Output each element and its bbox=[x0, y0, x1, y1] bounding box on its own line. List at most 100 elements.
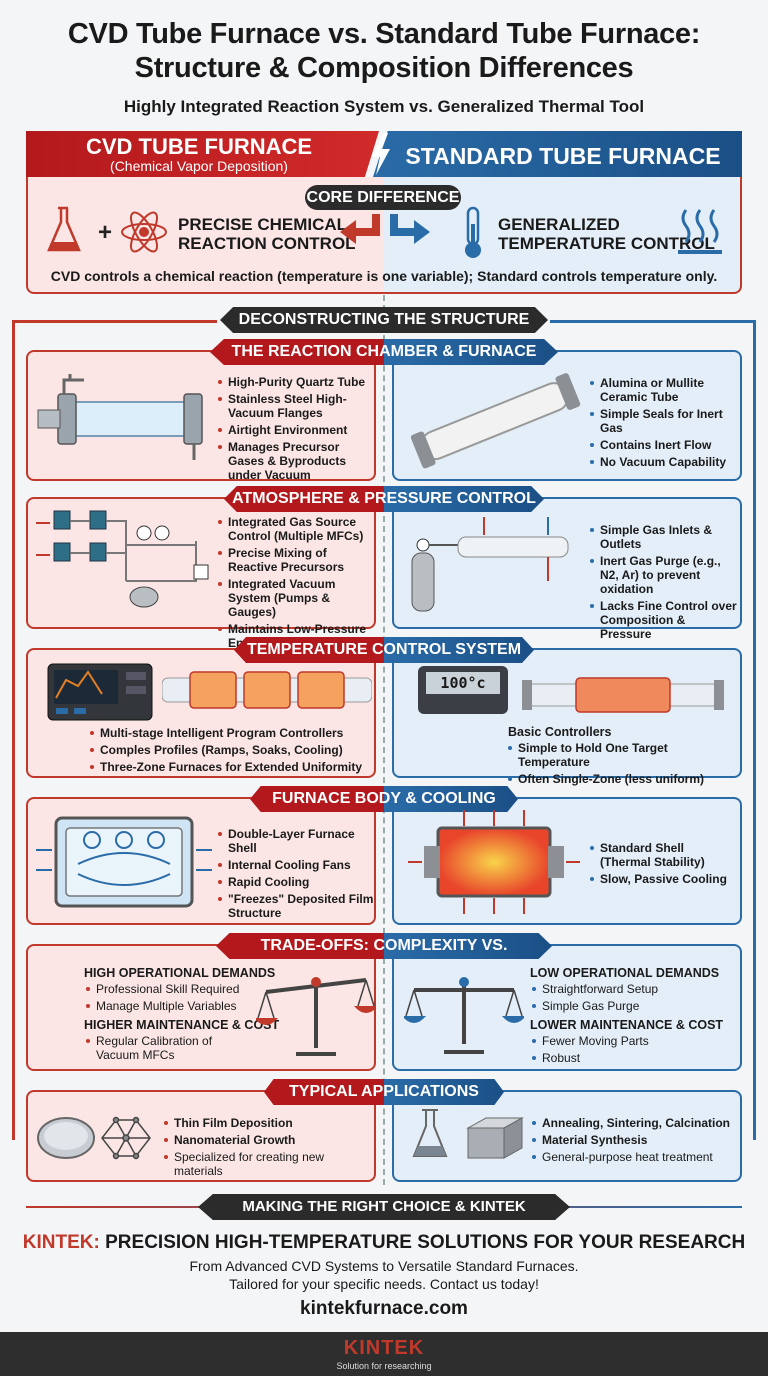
standard-spine-top bbox=[550, 320, 756, 323]
standard-core-text: GENERALIZED TEMPERATURE CONTROL bbox=[498, 215, 715, 253]
list-item: Robust bbox=[532, 1051, 732, 1065]
temperature-section-title: TEMPERATURE CONTROL SYSTEM bbox=[234, 637, 534, 663]
tilted-scale-icon bbox=[256, 977, 376, 1056]
list-item: Standard Shell (Thermal Stability) bbox=[590, 841, 738, 869]
standard-tradeoffs-panel bbox=[392, 944, 742, 1071]
chamber-section-title: THE REACTION CHAMBER & FURNACE TUBE bbox=[210, 339, 558, 365]
list-item: Airtight Environment bbox=[218, 423, 376, 437]
kintek-url-link[interactable]: kintekfurnace.com bbox=[300, 1298, 468, 1319]
deconstructing-header: DECONSTRUCTING THE STRUCTURE bbox=[220, 307, 548, 333]
list-item: Slow, Passive Cooling bbox=[590, 872, 738, 886]
wafer-nanostructure-icon bbox=[37, 1116, 151, 1160]
crucible-block-icon bbox=[412, 1109, 524, 1159]
list-item: Manages Precursor Gases & Byproducts und… bbox=[218, 440, 376, 482]
cvd-spine-top bbox=[12, 320, 217, 323]
three-zone-furnace-icon bbox=[162, 671, 372, 709]
list-item: Rapid Cooling bbox=[218, 875, 376, 889]
cvd-temperature-list: Multi-stage Intelligent Program Controll… bbox=[90, 726, 370, 777]
standard-applications-list: Annealing, Sintering, Calcination Materi… bbox=[532, 1116, 738, 1167]
list-item: Specialized for creating new materials bbox=[164, 1150, 374, 1178]
core-difference-label: CORE DIFFERENCE bbox=[305, 185, 461, 210]
diverging-arrows-icon bbox=[340, 214, 430, 244]
cvd-body-list: Double-Layer Furnace Shell Internal Cool… bbox=[218, 827, 376, 923]
list-item: Professional Skill Required bbox=[86, 982, 256, 996]
cvd-atmosphere-list: Integrated Gas Source Control (Multiple … bbox=[218, 515, 376, 653]
page-title-line2: Structure & Composition Differences bbox=[134, 52, 634, 84]
standard-tradeoff-heading-2: LOWER MAINTENANCE & COST bbox=[530, 1018, 724, 1032]
list-item: Simple to Hold One Target Temperature bbox=[508, 741, 738, 769]
double-layer-shell-illustration bbox=[36, 816, 212, 908]
standard-atmosphere-list: Simple Gas Inlets & Outlets Inert Gas Pu… bbox=[590, 523, 738, 644]
list-item: Alumina or Mullite Ceramic Tube bbox=[590, 376, 738, 404]
list-item: Comples Profiles (Ramps, Soaks, Cooling) bbox=[90, 743, 370, 757]
cvd-tradeoff-heading-2: HIGHER MAINTENANCE & COST bbox=[84, 1018, 280, 1032]
list-item: General-purpose heat treatment bbox=[532, 1150, 738, 1164]
standard-atmosphere-panel bbox=[392, 497, 742, 629]
list-item: Three-Zone Furnaces for Extended Uniform… bbox=[90, 760, 370, 774]
cvd-core-text: PRECISE CHEMICAL REACTION CONTROL bbox=[178, 215, 356, 253]
cvd-banner-subtitle: (Chemical Vapor Deposition) bbox=[110, 158, 288, 174]
list-item: Fewer Moving Parts bbox=[532, 1034, 732, 1048]
single-zone-furnace-icon bbox=[522, 677, 724, 713]
core-difference-note: CVD controls a chemical reaction (temper… bbox=[50, 268, 718, 284]
kintek-brand: KINTEK: bbox=[22, 1232, 100, 1253]
flask-atom-icon: + bbox=[47, 206, 167, 253]
list-item: Inert Gas Purge (e.g., N2, Ar) to preven… bbox=[590, 554, 738, 596]
list-item: Nanomaterial Growth bbox=[164, 1133, 374, 1147]
kintek-tagline: Solution for researching bbox=[336, 1361, 432, 1371]
svg-text:+: + bbox=[98, 219, 112, 246]
page-title-line1: CVD Tube Furnace vs. Standard Tube Furna… bbox=[67, 18, 701, 50]
applications-section-title: TYPICAL APPLICATIONS bbox=[264, 1079, 504, 1105]
list-item: High-Purity Quartz Tube bbox=[218, 375, 376, 389]
body-section-title: FURNACE BODY & COOLING bbox=[250, 786, 518, 812]
cvd-spine bbox=[12, 320, 15, 1140]
heat-waves-icon bbox=[678, 209, 722, 254]
standard-tradeoff-heading-1: LOW OPERATIONAL DEMANDS bbox=[530, 966, 720, 980]
lightning-icon bbox=[372, 133, 390, 175]
basic-controller-icon: 100°c bbox=[418, 666, 508, 714]
standard-spine bbox=[753, 320, 756, 1140]
standard-applications-panel bbox=[392, 1090, 742, 1182]
list-item: Double-Layer Furnace Shell bbox=[218, 827, 376, 855]
list-item: Lacks Fine Control over Composition & Pr… bbox=[590, 599, 738, 641]
list-item: Often Single-Zone (less uniform) bbox=[508, 772, 738, 786]
standard-temperature-heading: Basic Controllers bbox=[508, 725, 612, 739]
kintek-headline: KINTEK: PRECISION HIGH-TEMPERATURE SOLUT… bbox=[0, 1232, 768, 1254]
cvd-applications-list: Thin Film Deposition Nanomaterial Growth… bbox=[164, 1116, 374, 1181]
list-item: Integrated Gas Source Control (Multiple … bbox=[218, 515, 376, 543]
standard-core-line1: GENERALIZED bbox=[498, 215, 620, 234]
list-item: Manage Multiple Variables bbox=[86, 999, 256, 1013]
list-item: Straightforward Setup bbox=[532, 982, 732, 996]
list-item: Precise Mixing of Reactive Precursors bbox=[218, 546, 376, 574]
center-divider bbox=[383, 295, 385, 1185]
standard-chamber-panel bbox=[392, 350, 742, 481]
list-item: Internal Cooling Fans bbox=[218, 858, 376, 872]
gas-mfc-vacuum-illustration bbox=[36, 510, 209, 608]
cvd-banner bbox=[26, 131, 379, 177]
inert-gas-cylinder-illustration bbox=[411, 517, 569, 612]
cvd-core-line2: REACTION CONTROL bbox=[178, 234, 356, 253]
choice-header: MAKING THE RIGHT CHOICE & KINTEK SOLUTIO… bbox=[198, 1194, 570, 1220]
thermometer-icon bbox=[465, 206, 481, 258]
standard-banner bbox=[373, 131, 742, 177]
standard-core-line2: TEMPERATURE CONTROL bbox=[498, 234, 715, 253]
list-item: Material Synthesis bbox=[532, 1133, 738, 1147]
cvd-banner-title: CVD TUBE FURNACE bbox=[85, 134, 313, 159]
list-item: Regular Calibration of Vacuum MFCs bbox=[86, 1034, 256, 1062]
list-item: Thin Film Deposition bbox=[164, 1116, 374, 1130]
list-item: Simple Gas Purge bbox=[532, 999, 732, 1013]
ceramic-tube-illustration bbox=[410, 373, 581, 469]
standard-temperature-list: Simple to Hold One Target Temperature Of… bbox=[508, 741, 738, 789]
passive-heat-shell-illustration bbox=[408, 810, 580, 914]
list-item: Multi-stage Intelligent Program Controll… bbox=[90, 726, 370, 740]
list-item: Integrated Vacuum System (Pumps & Gauges… bbox=[218, 577, 376, 619]
kintek-headline-text: PRECISION HIGH-TEMPERATURE SOLUTIONS FOR… bbox=[99, 1232, 746, 1253]
list-item: Contains Inert Flow bbox=[590, 438, 738, 452]
list-item: Simple Seals for Inert Gas bbox=[590, 407, 738, 435]
kintek-logo: KINTEK bbox=[343, 1337, 425, 1359]
program-controller-icon bbox=[47, 663, 153, 721]
page-subtitle: Highly Integrated Reaction System vs. Ge… bbox=[123, 97, 645, 116]
kintek-line2: Tailored for your specific needs. Contac… bbox=[229, 1276, 539, 1292]
quartz-tube-flange-illustration bbox=[37, 374, 203, 460]
footer-bar bbox=[0, 1332, 768, 1376]
